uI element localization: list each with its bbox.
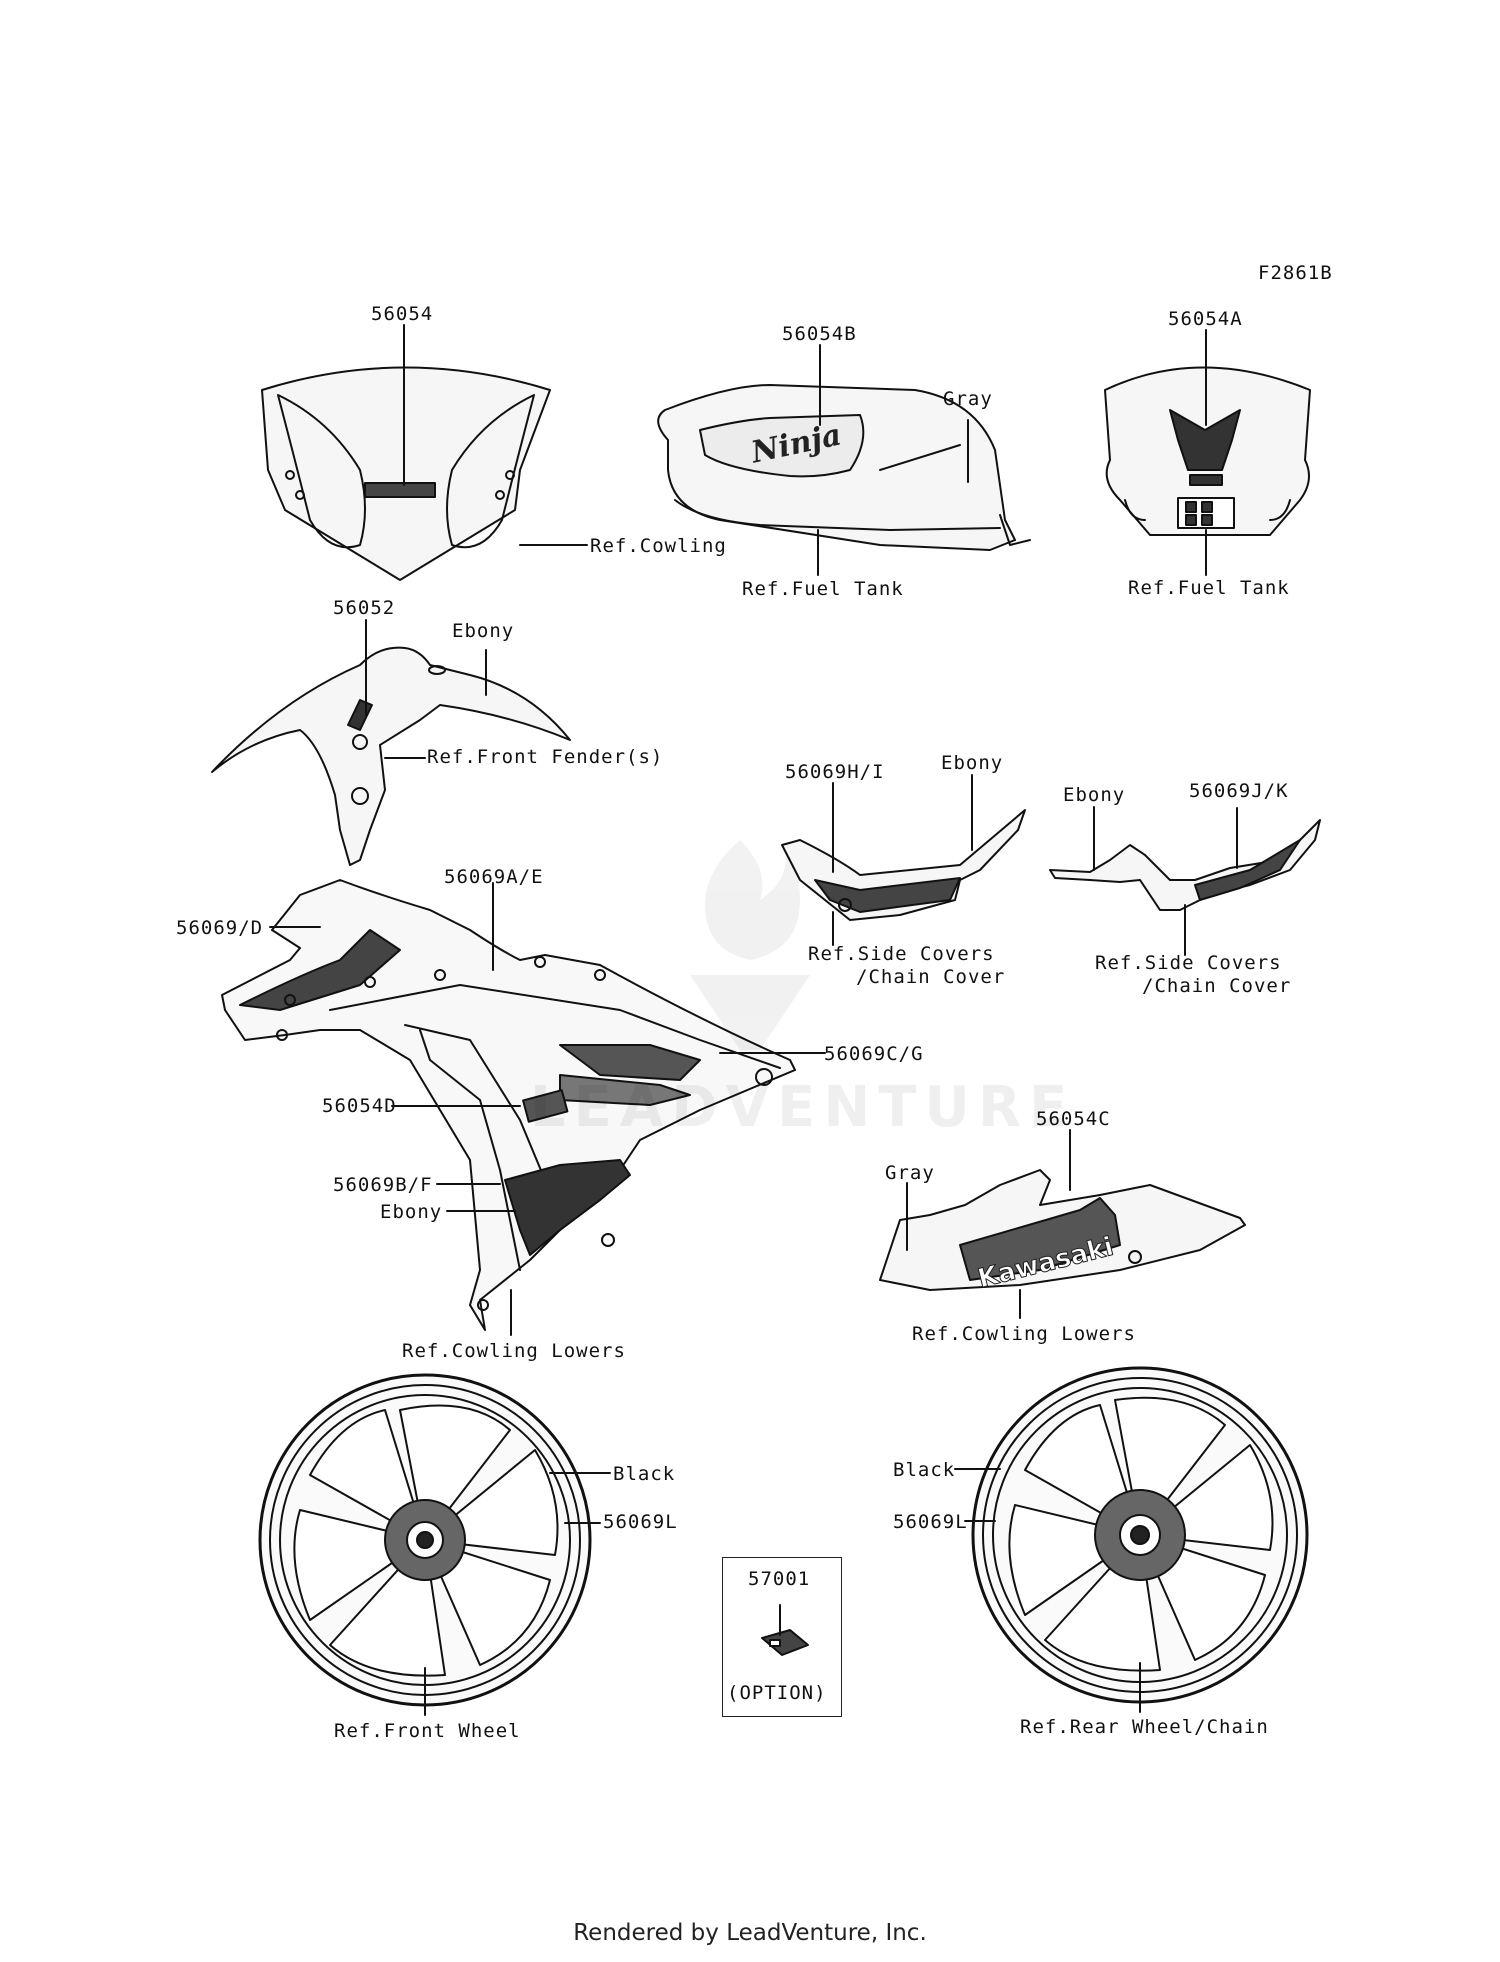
label-ref-cowling-lowers-2[interactable]: Ref.Cowling Lowers bbox=[912, 1323, 1136, 1345]
fuel-tank-part bbox=[657, 384, 1031, 551]
label-56069L-front[interactable]: 56069L bbox=[603, 1511, 678, 1533]
label-ref-cowling[interactable]: Ref.Cowling bbox=[590, 535, 727, 557]
label-black-front[interactable]: Black bbox=[613, 1463, 676, 1485]
label-56054B[interactable]: 56054B bbox=[782, 323, 857, 345]
rear-wheel-part bbox=[971, 1366, 1309, 1704]
label-57001[interactable]: 57001 bbox=[748, 1568, 811, 1590]
label-56054A[interactable]: 56054A bbox=[1168, 308, 1243, 330]
label-ebony-cowling[interactable]: Ebony bbox=[380, 1201, 443, 1223]
label-black-rear[interactable]: Black bbox=[893, 1459, 956, 1481]
label-ebony-side-1[interactable]: Ebony bbox=[941, 752, 1004, 774]
label-ref-rear-wheel[interactable]: Ref.Rear Wheel/Chain bbox=[1020, 1716, 1269, 1738]
label-56069D[interactable]: 56069/D bbox=[176, 917, 264, 939]
label-ref-side-covers-2a[interactable]: Ref.Side Covers bbox=[1095, 952, 1282, 974]
watermark-text: LEADVENTURE bbox=[530, 1075, 1076, 1140]
footer-credit: Rendered by LeadVenture, Inc. bbox=[573, 1920, 927, 1946]
label-ebony-side-2[interactable]: Ebony bbox=[1063, 784, 1126, 806]
side-cover-right-part bbox=[1049, 819, 1321, 911]
upper-cowl-part bbox=[1104, 366, 1311, 536]
label-ebony-fender[interactable]: Ebony bbox=[452, 620, 515, 642]
lower-cowling-part: Kawasaki bbox=[879, 1169, 1246, 1295]
label-ref-side-covers-1b[interactable]: /Chain Cover bbox=[856, 966, 1006, 988]
watermark-logo bbox=[690, 840, 810, 1050]
label-56054[interactable]: 56054 bbox=[371, 303, 434, 325]
label-ref-cowling-lowers-1[interactable]: Ref.Cowling Lowers bbox=[402, 1340, 626, 1362]
label-56069JK[interactable]: 56069J/K bbox=[1189, 780, 1289, 802]
label-ref-fuel-tank-1[interactable]: Ref.Fuel Tank bbox=[742, 578, 904, 600]
label-gray-tank[interactable]: Gray bbox=[943, 388, 993, 410]
label-56054C[interactable]: 56054C bbox=[1036, 1108, 1111, 1130]
side-cover-left-part bbox=[781, 809, 1026, 921]
label-56069CG[interactable]: 56069C/G bbox=[824, 1043, 924, 1065]
label-ref-front-fender[interactable]: Ref.Front Fender(s) bbox=[427, 746, 664, 768]
figure-code: F2861B bbox=[1258, 262, 1333, 284]
label-ref-fuel-tank-2[interactable]: Ref.Fuel Tank bbox=[1128, 577, 1290, 599]
label-56069AE[interactable]: 56069A/E bbox=[444, 866, 544, 888]
label-ref-side-covers-2b[interactable]: /Chain Cover bbox=[1142, 975, 1292, 997]
label-ref-side-covers-1a[interactable]: Ref.Side Covers bbox=[808, 943, 995, 965]
label-56069HI[interactable]: 56069H/I bbox=[785, 761, 885, 783]
windshield-part bbox=[261, 366, 551, 581]
front-wheel-part bbox=[258, 1373, 592, 1707]
label-ref-front-wheel[interactable]: Ref.Front Wheel bbox=[334, 1720, 521, 1742]
label-option: (OPTION) bbox=[727, 1682, 827, 1704]
option-box bbox=[722, 1557, 842, 1717]
label-56054D[interactable]: 56054D bbox=[322, 1095, 397, 1117]
label-56069L-rear[interactable]: 56069L bbox=[893, 1511, 968, 1533]
label-56052[interactable]: 56052 bbox=[333, 597, 396, 619]
label-56069BF[interactable]: 56069B/F bbox=[333, 1174, 433, 1196]
label-gray-lower[interactable]: Gray bbox=[885, 1162, 935, 1184]
